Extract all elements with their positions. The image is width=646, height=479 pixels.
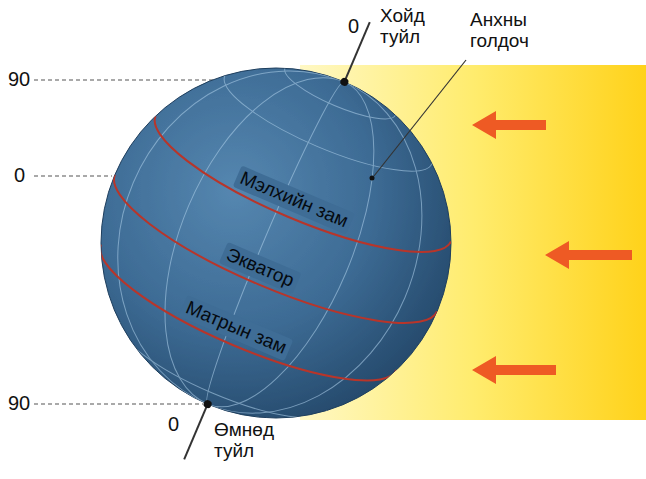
pole-number: 0 (168, 413, 179, 435)
earth-axis (180, 21, 373, 461)
latitude-number: 90 (8, 392, 30, 414)
tropic-name: Матрын зам (178, 295, 293, 361)
pole-name: Хойд туйл (380, 6, 442, 48)
sun-rays (472, 111, 632, 384)
latitude-number: 90 (8, 68, 30, 90)
latitude-number: 0 (14, 164, 25, 186)
pole-name: Өмнөд туйл (214, 420, 286, 462)
latitude-circles (72, 110, 465, 413)
grid-lines (63, 21, 473, 462)
globe (101, 68, 451, 418)
pole-number: 0 (348, 15, 359, 37)
meridian-name: Анхны голдоч (470, 10, 570, 52)
leader-line (370, 60, 467, 181)
equator-name: Экватор (219, 242, 301, 294)
tropic-name: Мэлхийн зам (233, 165, 355, 234)
